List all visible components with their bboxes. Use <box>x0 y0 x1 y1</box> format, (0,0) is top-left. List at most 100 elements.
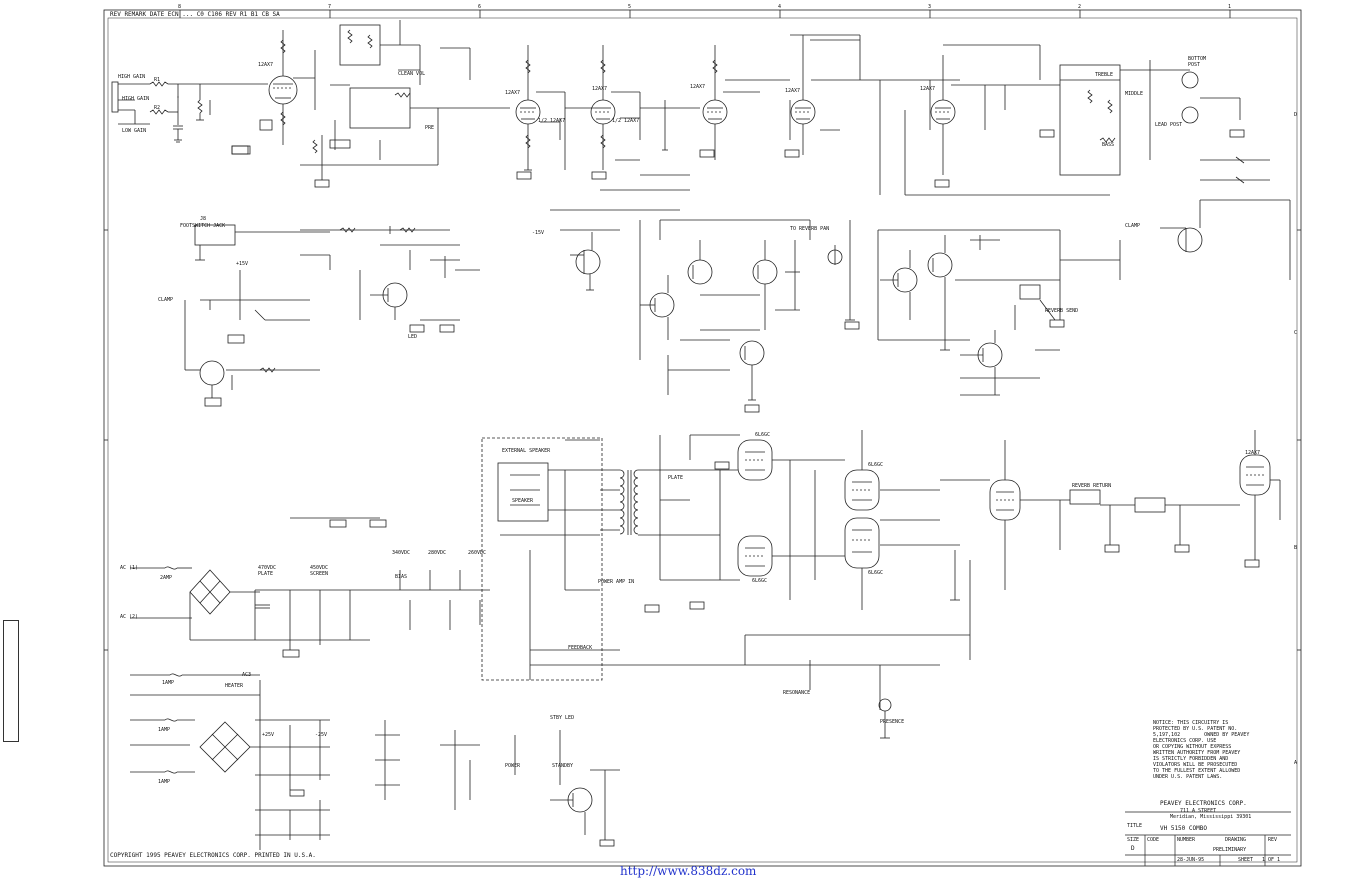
label-treble: TREBLE <box>1095 72 1114 78</box>
title-company: PEAVEY ELECTRONICS CORP. <box>1160 800 1247 807</box>
label-footswitch-jack: J8 <box>200 216 207 222</box>
label-v11: 6L6GC <box>868 570 884 576</box>
label-fuse-3: 1AMP <box>158 727 171 733</box>
label-v470: 470VDC <box>258 565 277 571</box>
zone-col-8: 8 <box>178 4 182 10</box>
zone-col-2: 2 <box>1078 4 1082 10</box>
number-label: NUMBER <box>1177 837 1196 843</box>
label-clean-vol: CLEAN VOL <box>398 71 426 77</box>
label-lead-post: LEAD POST <box>1155 122 1183 128</box>
title-label: TITLE <box>1127 823 1143 829</box>
label-led: LED <box>408 334 418 340</box>
label-v280: 280VDC <box>428 550 447 556</box>
label-speaker: SPEAKER <box>512 498 534 504</box>
title-text: VH 5150 COMBO <box>1160 825 1207 832</box>
label-input-jack: HIGH GAIN <box>118 74 146 80</box>
footer-url[interactable]: http://www.838dz.com <box>620 864 757 878</box>
zone-col-1: 1 <box>1228 4 1232 10</box>
label-resonance: RESONANCE <box>783 690 811 696</box>
zone-row-c: C <box>1294 330 1298 336</box>
label-fuse-2: 1AMP <box>162 680 175 686</box>
label-bass: BASS <box>1102 142 1115 148</box>
zone-row-b: B <box>1294 545 1298 551</box>
label-v3: 12AX7 <box>592 86 608 92</box>
label-v7: 12AX7 <box>1245 450 1261 456</box>
zone-col-7: 7 <box>328 4 332 10</box>
label-minus15: -15V <box>532 230 545 236</box>
zone-col-5: 5 <box>628 4 632 10</box>
label-heater: HEATER <box>225 683 244 689</box>
zone-row-d: D <box>1294 112 1298 118</box>
side-tab <box>3 620 19 742</box>
date-value: 28-JUN-95 <box>1177 857 1205 863</box>
label-v4: 12AX7 <box>690 84 706 90</box>
label-fuse-4: 1AMP <box>158 779 171 785</box>
label-plate-supply: PLATE <box>258 571 274 577</box>
label-v8: 6L6GC <box>755 432 771 438</box>
label-jack-low: LOW GAIN <box>122 128 147 134</box>
label-bias-supply: BIAS <box>395 574 408 580</box>
sheet-of: 1 OF 1 <box>1262 857 1281 863</box>
label-standby-led: STBY LED <box>550 715 575 721</box>
label-tube-half-a: 1/2 12AX7 <box>538 118 566 124</box>
label-v340: 340VDC <box>392 550 411 556</box>
label-v9: 6L6GC <box>752 578 768 584</box>
label-bottom: BOTTOM <box>1188 56 1207 62</box>
title-city: Meridian, Mississippi 39301 <box>1170 814 1252 820</box>
size-value: D <box>1131 845 1135 852</box>
label-middle: MIDDLE <box>1125 91 1144 97</box>
label-plus15: +15V <box>236 261 249 267</box>
label-plus25: +25V <box>262 732 275 738</box>
label-r1: R1 <box>154 77 161 83</box>
sheet-border <box>103 9 1302 867</box>
patent-notice: NOTICE: THIS CIRCUITRY IS PROTECTED BY U… <box>1153 720 1250 780</box>
copyright-line: COPYRIGHT 1995 PEAVEY ELECTRONICS CORP. … <box>110 852 316 859</box>
label-clamp-left: CLAMP <box>158 297 174 303</box>
label-standby: STANDBY <box>552 763 574 769</box>
label-pre-gain: PRE <box>425 125 435 131</box>
label-v2: 12AX7 <box>505 90 521 96</box>
revision-strip: REV REMARK DATE ECN ... C0 C106 REV R1 B… <box>110 11 280 18</box>
label-v10: 6L6GC <box>868 462 884 468</box>
zone-col-4: 4 <box>778 4 782 10</box>
rev-label: REV <box>1268 837 1278 843</box>
code-label: CODE <box>1147 837 1160 843</box>
preliminary-label: PRELIMINARY <box>1213 847 1247 853</box>
title-address: 711 A STREET <box>1180 808 1217 814</box>
drawing-label: DRAWING <box>1225 837 1247 843</box>
label-reverb-return: REVERB RETURN <box>1072 483 1112 489</box>
label-reverb-pan: TO REVERB PAN <box>790 226 830 232</box>
label-ac2: AC (2) <box>120 614 139 620</box>
zone-row-a: A <box>1294 760 1298 766</box>
label-tube-half-b: 1/2 12AX7 <box>612 118 640 124</box>
label-jack-high: HIGH GAIN <box>122 96 150 102</box>
zone-col-6: 6 <box>478 4 482 10</box>
label-plate: PLATE <box>668 475 684 481</box>
label-screen-supply: SCREEN <box>310 571 329 577</box>
label-fuse-1: 2AMP <box>160 575 173 581</box>
label-power-amp-in: POWER AMP IN <box>598 579 635 585</box>
label-ac1: AC (1) <box>120 565 139 571</box>
size-label: SIZE <box>1127 837 1140 843</box>
zone-col-3: 3 <box>928 4 932 10</box>
label-footswitch: FOOTSWITCH JACK <box>180 223 226 229</box>
label-v450: 450VDC <box>310 565 329 571</box>
inner-border <box>107 17 1298 863</box>
label-v1: 12AX7 <box>258 62 274 68</box>
label-power-led: POWER <box>505 763 521 769</box>
label-v260: 260VDC <box>468 550 487 556</box>
label-ac3: AC3 <box>242 672 252 678</box>
sheet-label: SHEET <box>1238 857 1254 863</box>
label-post: POST <box>1188 62 1201 68</box>
label-clamp-right: CLAMP <box>1125 223 1141 229</box>
label-v6: 12AX7 <box>920 86 936 92</box>
label-r2: R2 <box>154 105 161 111</box>
label-minus25: -25V <box>315 732 328 738</box>
label-ext-speaker: EXTERNAL SPEAKER <box>502 448 551 454</box>
label-presence: PRESENCE <box>880 719 905 725</box>
label-v5: 12AX7 <box>785 88 801 94</box>
label-feedback: FEEDBACK <box>568 645 593 651</box>
label-reverb-send: REVERB SEND <box>1045 308 1079 314</box>
